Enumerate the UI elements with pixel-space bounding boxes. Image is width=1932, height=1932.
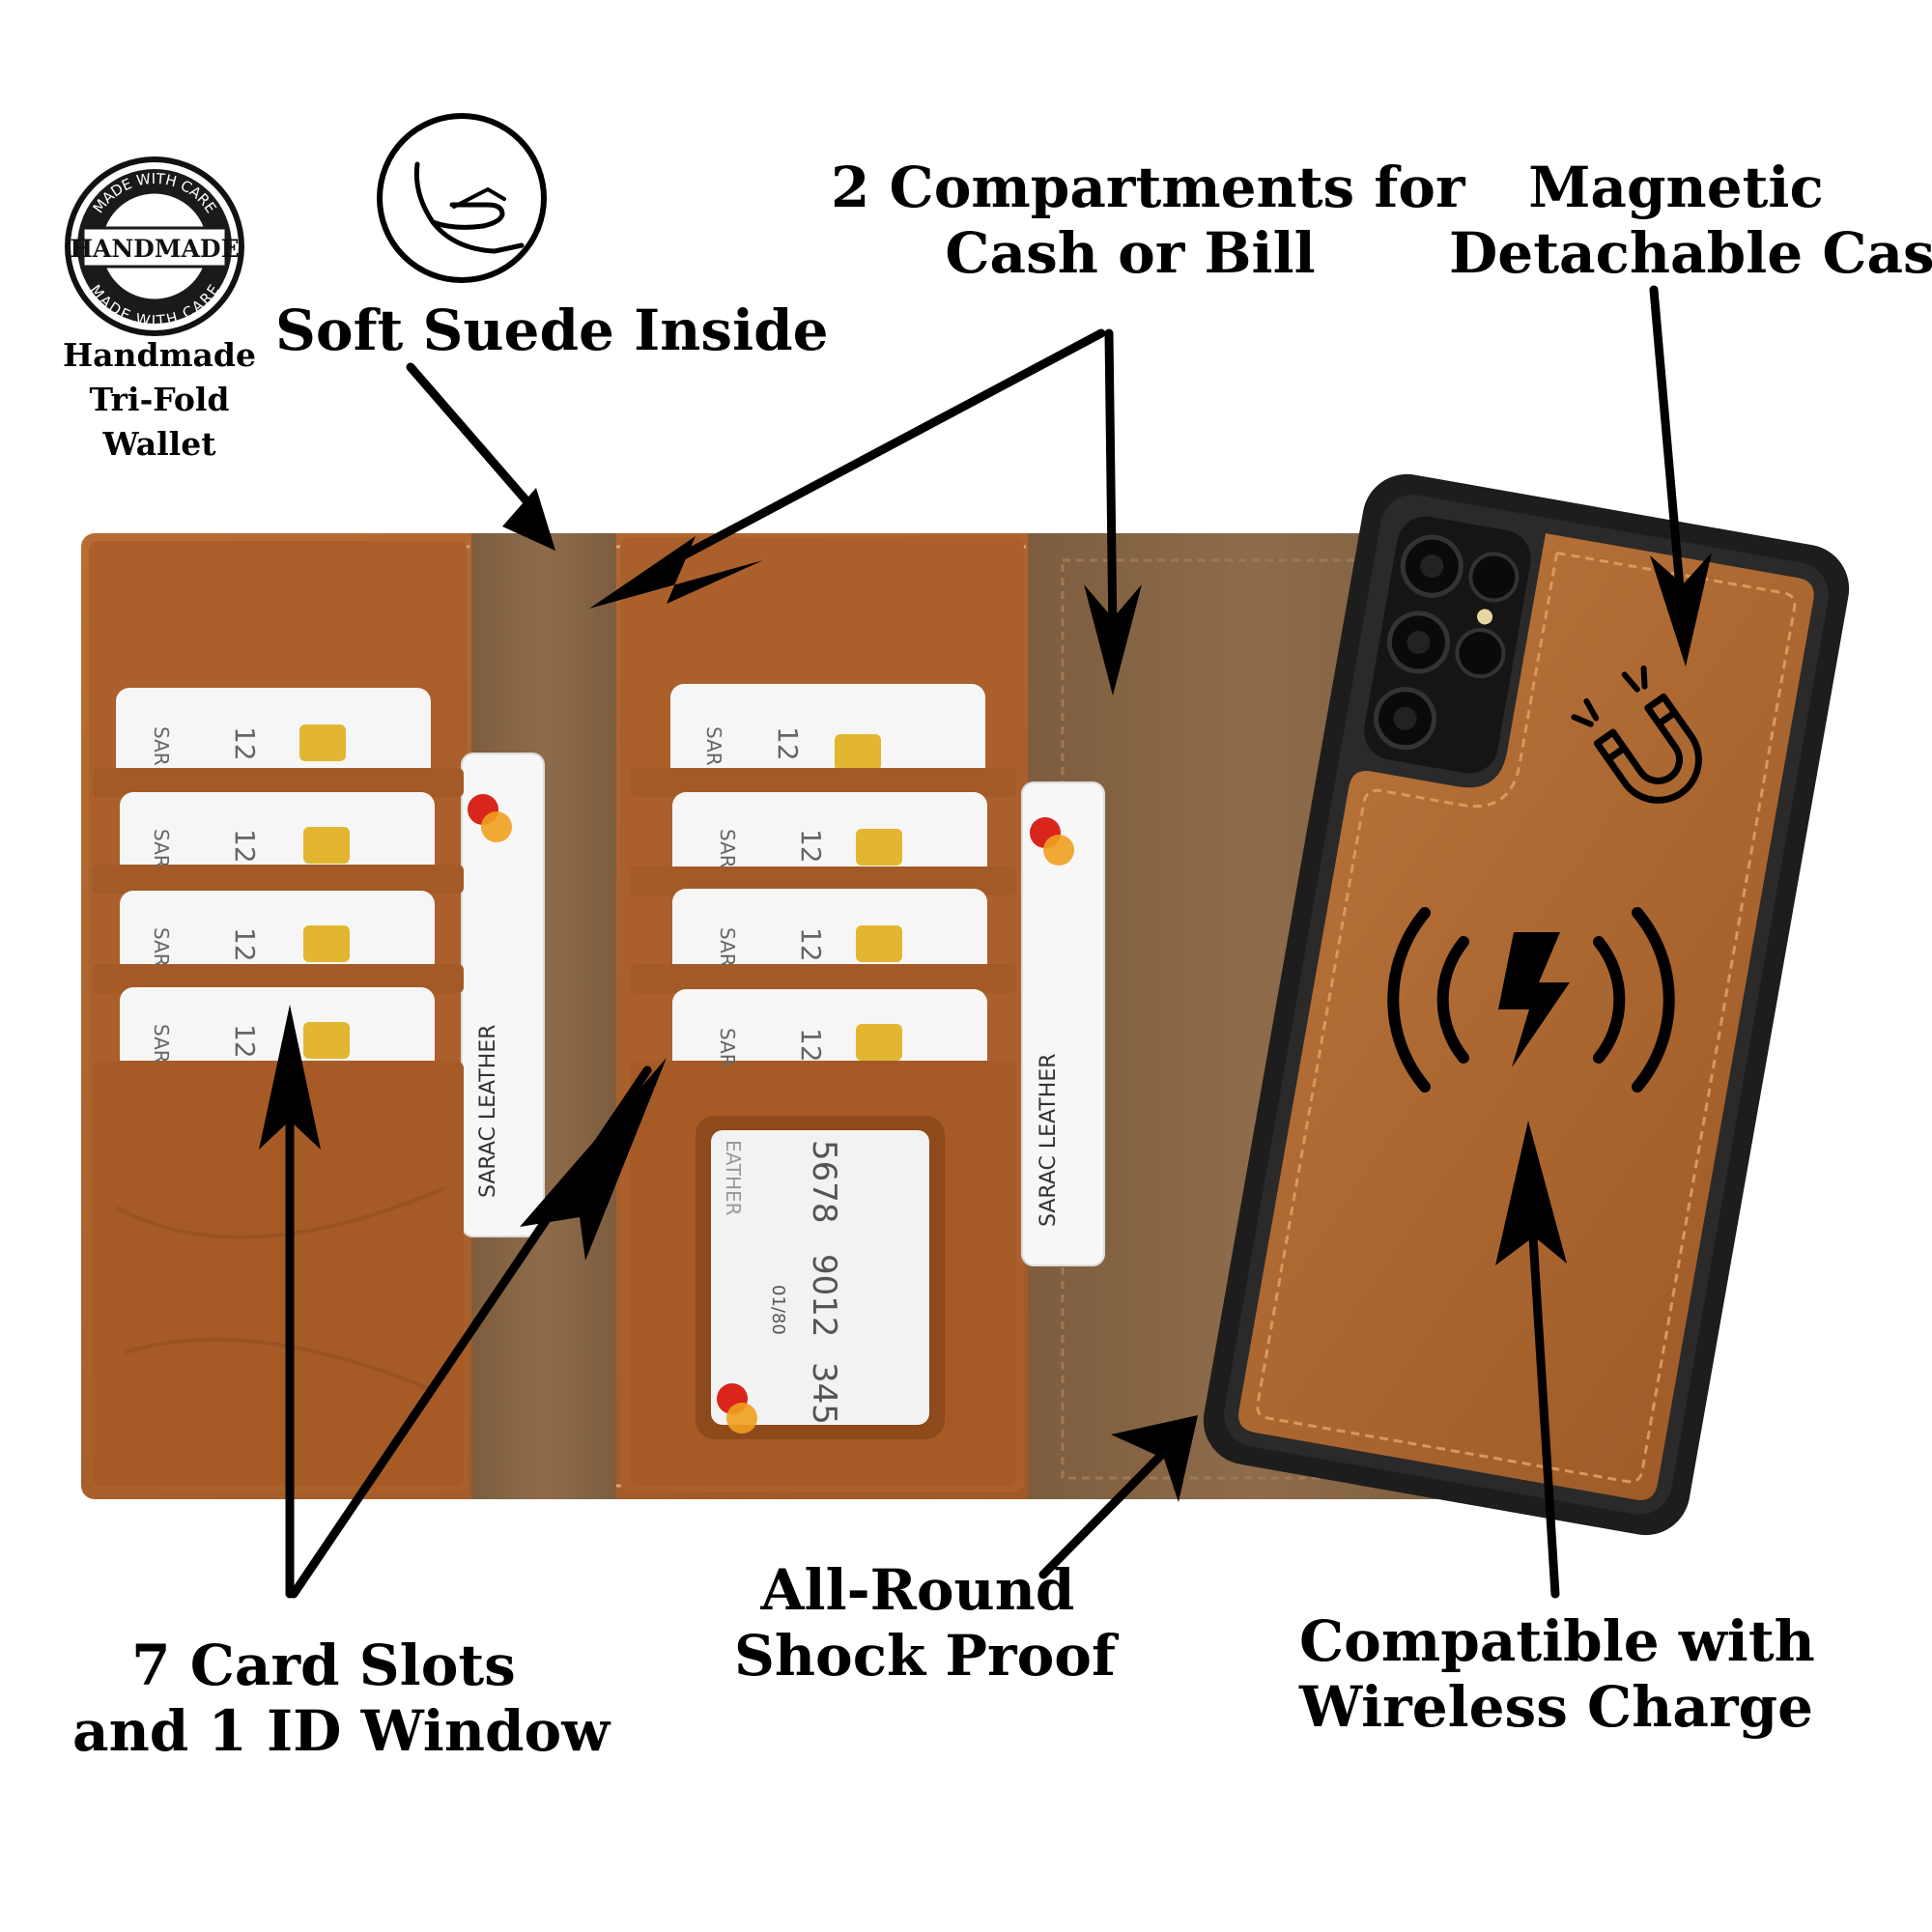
card-text-m1: SAR [702, 726, 725, 766]
callout-magnetic-line-2: Detachable Case [1449, 220, 1932, 287]
side-card-left: SARAC LEATHER [461, 753, 545, 1237]
side-card-right-text: SARAC LEATHER [1037, 1053, 1061, 1227]
callout-compartments-line-2: Cash or Bill [945, 220, 1316, 287]
card-number-l4: 12 [229, 1024, 261, 1059]
card-text-l4: SAR [150, 1024, 173, 1064]
arrow-magnetic [1649, 285, 1686, 604]
hand-touch-icon [377, 113, 547, 283]
callout-shock-proof-line-2: Shock Proof [734, 1623, 1116, 1690]
card-text-l2: SAR [150, 829, 173, 868]
card-number-l3: 12 [229, 927, 261, 962]
card-text-group: SAR 12 SAR 12 SAR 12 SAR 12 SAR 12 SAR 1… [150, 726, 843, 1425]
badge-caption: Handmade Tri-Fold Wallet [53, 333, 266, 468]
callout-wireless: Compatible with Wireless Charge [1299, 1608, 1815, 1741]
card-number-m3: 12 [795, 927, 827, 962]
callout-soft-suede-text: Soft Suede Inside [275, 298, 829, 363]
arrow-soft-suede [406, 362, 541, 517]
callout-compartments-line-1: 2 Compartments for [831, 155, 1465, 220]
callout-wireless-line-1: Compatible with [1299, 1608, 1815, 1674]
callout-wireless-line-2: Wireless Charge [1299, 1674, 1813, 1741]
callout-magnetic-line-1: Magnetic [1528, 155, 1824, 220]
id-card-number-2: 9012 [805, 1254, 843, 1338]
left-card-slots [93, 688, 464, 1486]
badge-caption-line-3: Wallet [102, 425, 216, 464]
card-text-m3: SAR [716, 927, 739, 967]
id-card-text: EATHER [722, 1140, 745, 1216]
id-card-valid: 01/80 [768, 1285, 788, 1335]
callout-compartments: 2 Compartments for Cash or Bill [831, 155, 1465, 287]
card-number-m1: 12 [772, 726, 804, 761]
callout-shock-proof-line-1: All-Round [760, 1557, 1075, 1623]
callout-shock-proof: All-Round Shock Proof [734, 1557, 1116, 1690]
camera-module [1364, 516, 1531, 774]
card-text-m2: SAR [716, 829, 739, 868]
card-number-l2: 12 [229, 829, 261, 864]
callout-card-slots: 7 Card Slots and 1 ID Window [72, 1633, 611, 1765]
magnet-icon [1571, 665, 1702, 804]
callout-card-slots-line-2: and 1 ID Window [72, 1698, 611, 1765]
arrow-compartment-left [642, 328, 1106, 580]
handmade-seal-icon: HANDMADE MADE WITH CARE MADE WITH CARE [65, 156, 244, 336]
middle-card-slots [630, 684, 1016, 1486]
id-card-number-3: 345 [805, 1362, 843, 1425]
arrow-compartment-right [1104, 328, 1118, 642]
id-card-number-1: 5678 [805, 1140, 843, 1224]
badge-center-text: HANDMADE [70, 235, 239, 263]
side-card-left-text: SARAC LEATHER [476, 1024, 500, 1198]
callout-soft-suede: Soft Suede Inside [275, 298, 829, 363]
callout-magnetic: Magnetic Detachable Case [1449, 155, 1932, 287]
callout-arrows [259, 285, 1712, 1599]
card-text-l1: SAR [150, 726, 173, 766]
card-number-l1: 12 [229, 726, 261, 761]
card-text-m4: SAR [716, 1028, 739, 1067]
card-text-l3: SAR [150, 927, 173, 967]
card-number-m2: 12 [795, 829, 827, 864]
side-card-right: SARAC LEATHER [1021, 781, 1105, 1266]
callout-card-slots-line-1: 7 Card Slots [131, 1633, 516, 1698]
card-number-m4: 12 [795, 1028, 827, 1063]
badge-caption-line-2: Tri-Fold [89, 381, 230, 419]
badge-caption-line-1: Handmade [63, 336, 256, 374]
wireless-charge-icon [1387, 907, 1675, 1093]
